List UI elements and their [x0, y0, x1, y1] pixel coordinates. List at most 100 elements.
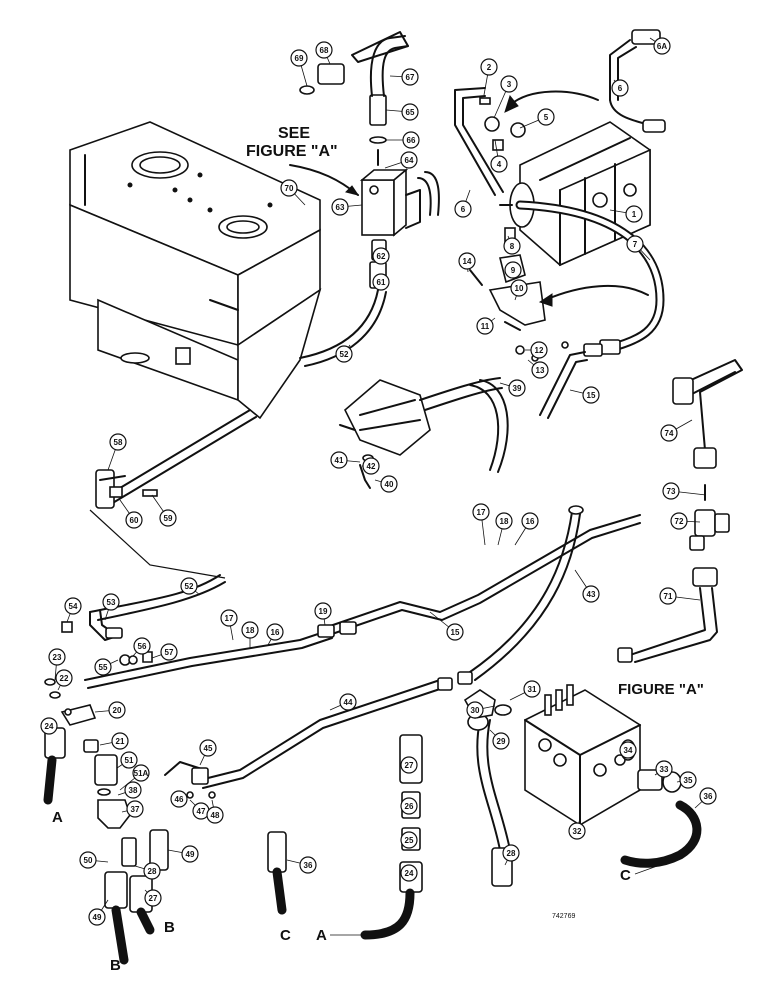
callout-number: 59: [164, 514, 173, 523]
callout-number: 26: [405, 802, 414, 811]
callout-circle: [510, 279, 528, 297]
callout-number: 27: [405, 761, 414, 770]
callout-circle: [537, 108, 555, 126]
callout-66: 66: [385, 131, 420, 149]
callout-number: 51: [125, 756, 134, 765]
callout-circle: [400, 831, 418, 849]
callout-6: 6: [611, 79, 629, 97]
callout-circle: [400, 151, 418, 169]
valve-block-63: [359, 168, 440, 237]
callout-circle: [181, 845, 199, 863]
callout-circle: [699, 787, 717, 805]
callout-circle: [88, 908, 106, 926]
callout-15: 15: [429, 611, 464, 641]
callout-12: 12: [525, 341, 548, 359]
callout-circle: [79, 851, 97, 869]
callout-number: 58: [114, 438, 123, 447]
pump-assembly-39: [339, 377, 509, 473]
callout-18: 18: [495, 512, 513, 546]
callout-number: 13: [536, 366, 545, 375]
callout-43: 43: [574, 569, 600, 603]
callout-number: 2: [487, 63, 492, 72]
callout-number: 14: [463, 257, 472, 266]
callout-circle: [339, 693, 357, 711]
callout-3: 3: [493, 75, 518, 119]
callout-73: 73: [662, 482, 707, 500]
callout-51a: 51A: [119, 764, 150, 791]
callout-number: 53: [107, 598, 116, 607]
callout-number: 18: [246, 626, 255, 635]
callout-number: 74: [665, 429, 674, 438]
callout-number: 28: [507, 849, 516, 858]
callout-49: 49: [88, 899, 109, 926]
fitting-58: [95, 469, 126, 509]
callout-17: 17: [472, 503, 490, 546]
callout-number: 25: [405, 836, 414, 845]
callout-57: 57: [151, 643, 178, 661]
callout-27: 27: [144, 889, 162, 907]
callout-number: 44: [344, 698, 353, 707]
callout-circle: [582, 386, 600, 404]
callout-circle: [109, 433, 127, 451]
callout-6: 6: [454, 189, 472, 218]
callout-51: 51: [116, 751, 138, 769]
callout-number: 56: [138, 642, 147, 651]
callout-number: 6: [461, 205, 466, 214]
callout-number: 43: [587, 590, 596, 599]
see-label: SEE: [278, 125, 310, 142]
callout-circle: [314, 602, 332, 620]
callout-23: 23: [48, 648, 66, 681]
callout-circle: [290, 49, 308, 67]
callout-21: 21: [99, 732, 129, 750]
callout-number: 20: [113, 706, 122, 715]
callout-27: 27: [400, 756, 418, 774]
callout-60: 60: [119, 499, 143, 529]
hydraulic-tank: [69, 121, 322, 420]
callout-circle: [670, 512, 688, 530]
callout-circle: [241, 621, 259, 639]
part-callouts: 12345666A7891011121314151516161717181819…: [40, 37, 717, 926]
callout-6a: 6A: [649, 37, 671, 55]
callout-number: 47: [197, 807, 206, 816]
callout-circle: [503, 237, 521, 255]
callout-64: 64: [384, 151, 418, 169]
callout-4: 4: [490, 139, 508, 173]
callout-number: 68: [320, 46, 329, 55]
fitting-6a: [631, 29, 661, 45]
callout-2: 2: [480, 58, 498, 96]
callout-circle: [400, 864, 418, 882]
callout-13: 13: [527, 359, 549, 379]
callout-circle: [220, 609, 238, 627]
callout-circle: [625, 205, 643, 223]
callout-11: 11: [476, 317, 496, 335]
callout-20: 20: [94, 701, 126, 719]
callout-number: 39: [513, 384, 522, 393]
callout-number: 15: [451, 628, 460, 637]
callout-number: 6: [618, 84, 623, 93]
connector-letter-c-right: C: [620, 867, 631, 884]
callout-number: 60: [130, 516, 139, 525]
fitting-33: [637, 769, 663, 791]
figure-a-title: FIGURE "A": [618, 681, 704, 698]
callout-49: 49: [167, 845, 199, 863]
callout-circle: [492, 732, 510, 750]
callout-circle: [124, 781, 142, 799]
callout-circle: [299, 856, 317, 874]
callout-number: 69: [295, 54, 304, 63]
callout-circle: [495, 512, 513, 530]
callout-65: 65: [385, 103, 419, 121]
callout-circle: [568, 822, 586, 840]
callout-39: 39: [499, 379, 526, 397]
callout-22: 22: [55, 669, 73, 691]
callout-number: 8: [510, 242, 515, 251]
callout-26: 26: [400, 797, 418, 815]
callout-58: 58: [107, 433, 127, 471]
callout-number: 21: [116, 737, 125, 746]
callout-circle: [335, 345, 353, 363]
callout-number: 32: [573, 827, 582, 836]
callout-68: 68: [315, 41, 333, 65]
callout-circle: [582, 585, 600, 603]
callout-circle: [476, 317, 494, 335]
callout-41: 41: [330, 451, 361, 469]
callout-24: 24: [40, 717, 58, 735]
